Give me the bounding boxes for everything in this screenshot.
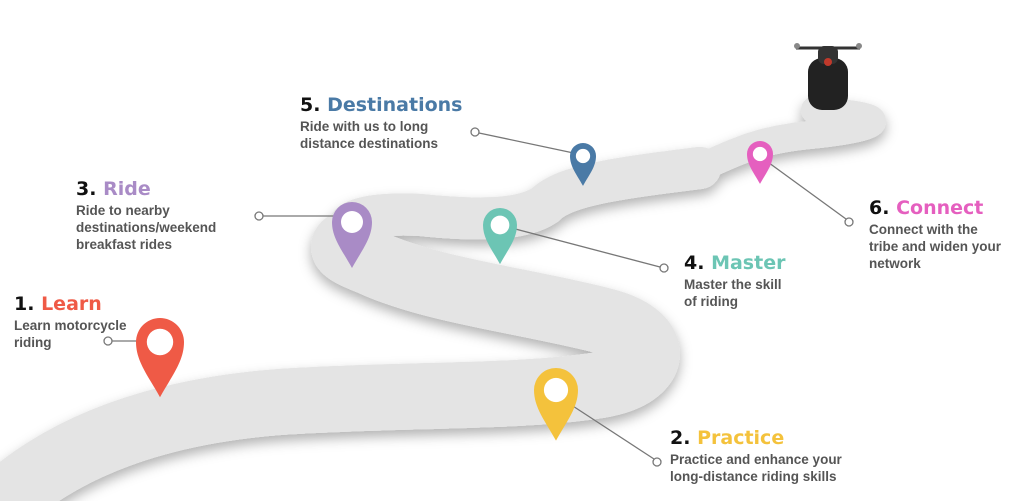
motorcycle-icon — [794, 43, 862, 110]
step-title: Practice — [697, 427, 785, 449]
step-learn: 1. Learn Learn motorcycle riding — [14, 293, 127, 351]
step-number: 3. — [76, 178, 97, 200]
step-number: 1. — [14, 293, 35, 315]
desc-line: distance destinations — [300, 136, 439, 151]
step-description: Practice and enhance your long-distance r… — [670, 451, 842, 485]
step-title: Learn — [41, 293, 102, 315]
step-number: 5. — [300, 94, 321, 116]
map-pin-hole — [146, 328, 174, 356]
map-pin-hole — [490, 215, 510, 235]
map-pin-hole — [543, 377, 569, 403]
step-number: 4. — [684, 252, 705, 274]
desc-line: Learn motorcycle — [14, 318, 127, 333]
connector-lines — [103, 127, 854, 467]
desc-line: breakfast rides — [76, 237, 173, 252]
map-pin-hole — [752, 146, 768, 162]
step-practice: 2. Practice Practice and enhance your lon… — [670, 427, 842, 485]
desc-line: destinations/weekend — [76, 220, 217, 235]
desc-line: tribe and widen your — [869, 239, 1002, 254]
step-title: Connect — [896, 197, 984, 219]
step-title: Ride — [103, 178, 151, 200]
step-master: 4. Master Master the skill of riding — [684, 252, 785, 310]
step-connect: 6. Connect Connect with the tribe and wid… — [869, 197, 1001, 272]
map-pin-hole — [575, 148, 591, 164]
step-description: Ride to nearby destinations/weekend breakf… — [76, 202, 216, 253]
desc-line: long-distance riding skills — [670, 469, 837, 484]
desc-line: Ride with us to long — [300, 119, 429, 134]
step-description: Master the skill of riding — [684, 276, 785, 310]
step-title: Destinations — [327, 94, 463, 116]
desc-line: Connect with the — [869, 222, 978, 237]
step-number: 6. — [869, 197, 890, 219]
desc-line: Master the skill — [684, 277, 782, 292]
step-description: Learn motorcycle riding — [14, 317, 127, 351]
desc-line: of riding — [684, 294, 738, 309]
step-destinations: 5. Destinations Ride with us to long dist… — [300, 94, 462, 152]
map-pin-hole — [341, 211, 363, 233]
step-description: Connect with the tribe and widen your netw… — [869, 221, 1001, 272]
desc-line: Practice and enhance your — [670, 452, 842, 467]
desc-line: network — [869, 256, 921, 271]
step-number: 2. — [670, 427, 691, 449]
step-title: Master — [711, 252, 786, 274]
desc-line: riding — [14, 335, 52, 350]
desc-line: Ride to nearby — [76, 203, 170, 218]
step-description: Ride with us to long distance destination… — [300, 118, 462, 152]
step-ride: 3. Ride Ride to nearby destinations/weeke… — [76, 178, 216, 253]
